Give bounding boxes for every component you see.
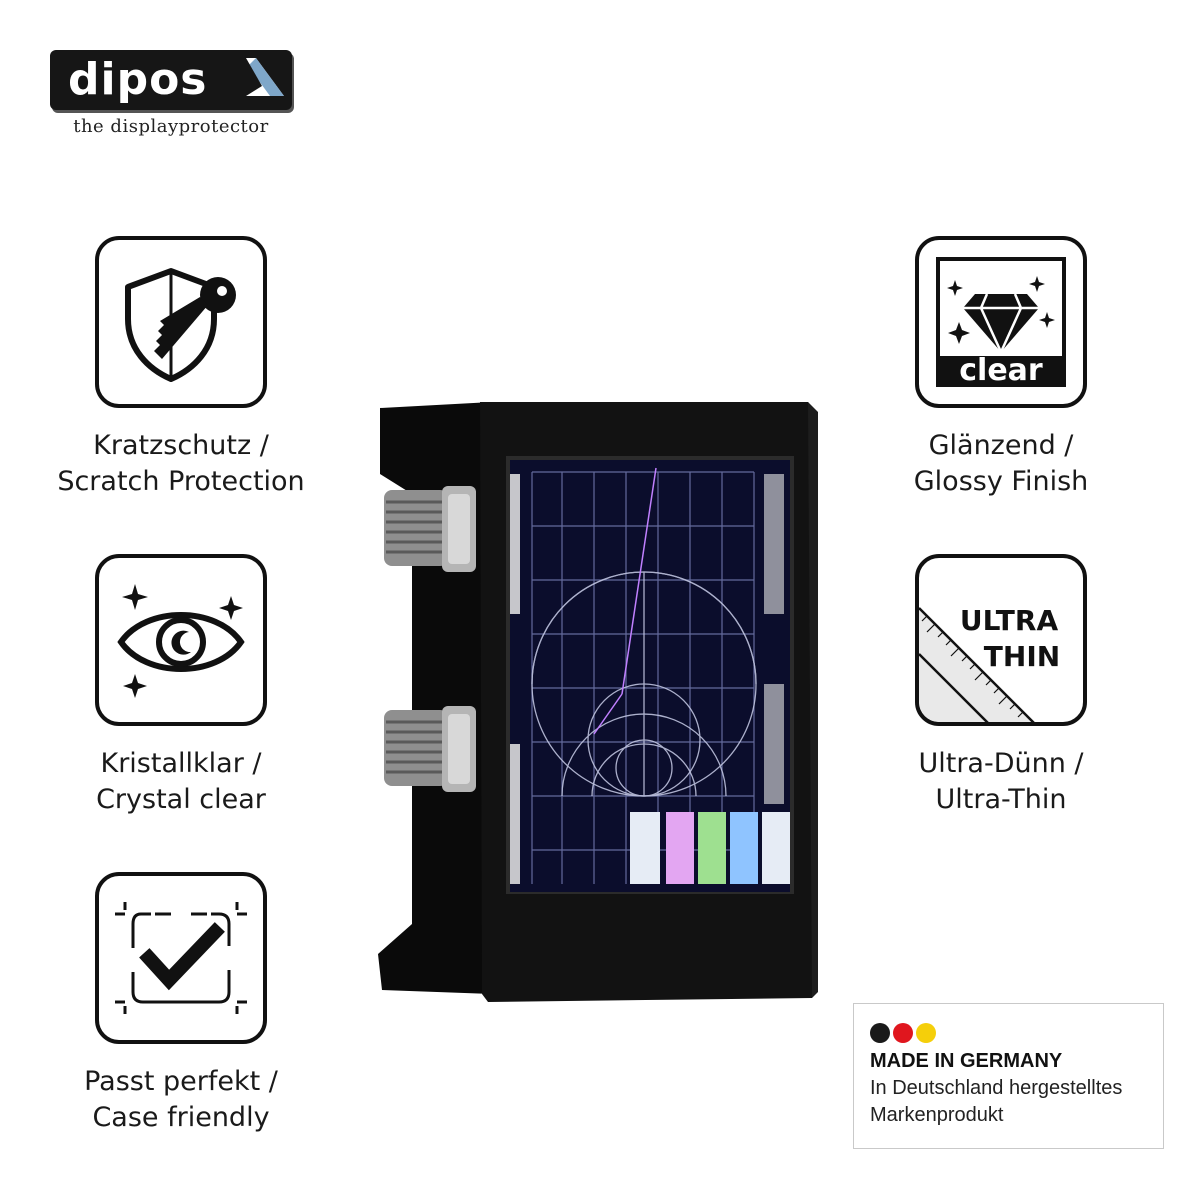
feature-glossy-finish: clear Glänzend / Glossy Finish: [851, 236, 1151, 500]
feature-label: Kratzschutz / Scratch Protection: [31, 428, 331, 500]
made-in-germany-subtitle: In Deutschland hergestelltes Markenprodu…: [870, 1075, 1147, 1129]
feature-tile: [95, 872, 267, 1044]
ultra-thin-ruler-icon: ULTRA THIN: [919, 604, 1060, 722]
feature-label: Kristallklar / Crystal clear: [31, 746, 331, 818]
page-corner-icon: [246, 58, 284, 96]
made-in-germany-line1: In Deutschland hergestelltes: [870, 1077, 1123, 1099]
diamond-clear-icon: clear: [936, 257, 1066, 388]
eye-sparkle-icon: [117, 584, 245, 698]
feature-label: Passt perfekt / Case friendly: [31, 1064, 331, 1136]
shield-key-icon: [125, 268, 236, 382]
made-in-germany-title: MADE IN GERMANY: [870, 1050, 1063, 1072]
brand-logo: dipos the displayprotector: [50, 50, 294, 137]
feature-scratch-protection: Kratzschutz / Scratch Protection: [31, 236, 331, 500]
made-in-germany-badge: MADE IN GERMANY In Deutschland hergestel…: [853, 1003, 1164, 1149]
flag-dot-gold: [916, 1023, 936, 1043]
device-illustration: [372, 394, 820, 1006]
feature-label-de: Passt perfekt /: [84, 1066, 278, 1097]
feature-label-en: Ultra-Thin: [935, 784, 1067, 815]
ultra-text: ULTRA: [960, 604, 1059, 637]
checkmark-frame-icon: [115, 902, 247, 1014]
feature-case-friendly: Passt perfekt / Case friendly: [31, 872, 331, 1136]
feature-label-en: Case friendly: [92, 1102, 270, 1133]
feature-label-de: Ultra-Dünn /: [918, 748, 1084, 779]
feature-label-en: Scratch Protection: [57, 466, 305, 497]
feature-tile: ULTRA THIN: [915, 554, 1087, 726]
sma-connector-icon: [384, 706, 476, 792]
feature-tile: clear: [915, 236, 1087, 408]
feature-crystal-clear: Kristallklar / Crystal clear: [31, 554, 331, 818]
logo-badge: dipos: [50, 50, 292, 110]
clear-badge-text: clear: [959, 353, 1043, 388]
feature-label-de: Kristallklar /: [100, 748, 262, 779]
flag-dot-black: [870, 1023, 890, 1043]
vna-device-image: [378, 402, 818, 1002]
feature-label-de: Kratzschutz /: [93, 430, 269, 461]
feature-label-de: Glänzend /: [928, 430, 1074, 461]
sma-connector-icon: [384, 486, 476, 572]
feature-label-en: Crystal clear: [96, 784, 266, 815]
feature-tile: [95, 236, 267, 408]
feature-label: Glänzend / Glossy Finish: [851, 428, 1151, 500]
feature-label-en: Glossy Finish: [913, 466, 1089, 497]
flag-dot-red: [893, 1023, 913, 1043]
feature-ultra-thin: ULTRA THIN Ultra-Dünn / Ultra-Thin: [851, 554, 1151, 818]
germany-flag-dots: [870, 1022, 1147, 1044]
made-in-germany-line2: Markenprodukt: [870, 1104, 1004, 1126]
logo-wordmark: dipos: [68, 54, 208, 105]
thin-text: THIN: [984, 640, 1060, 673]
feature-tile: [95, 554, 267, 726]
feature-label: Ultra-Dünn / Ultra-Thin: [851, 746, 1151, 818]
logo-tagline: the displayprotector: [73, 116, 269, 137]
